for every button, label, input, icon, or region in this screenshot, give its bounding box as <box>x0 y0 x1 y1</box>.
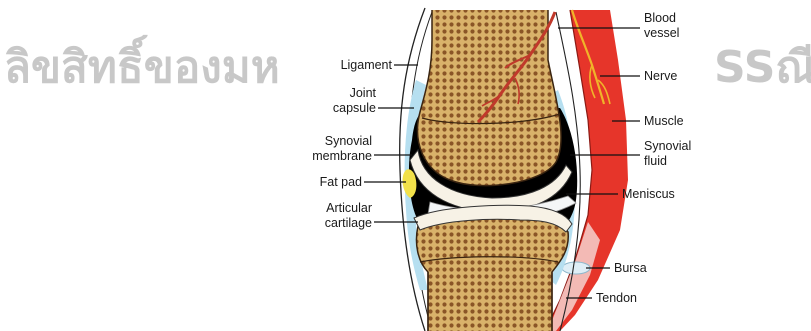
label-ligament: Ligament <box>341 58 393 72</box>
bursa <box>562 262 590 274</box>
label-articular-cartilage-1: Articular <box>326 201 372 215</box>
label-blood-vessel-2: vessel <box>644 26 679 40</box>
watermark-right: SSณี <box>714 42 811 93</box>
label-synovial-fluid-2: fluid <box>644 154 667 168</box>
label-bursa: Bursa <box>614 261 647 275</box>
watermark-left: ลิขสิทธิ์ของมห <box>4 34 280 93</box>
label-nerve: Nerve <box>644 69 677 83</box>
label-synovial-fluid-1: Synovial <box>644 139 691 153</box>
label-articular-cartilage-2: cartilage <box>325 216 372 230</box>
label-tendon: Tendon <box>596 291 637 305</box>
label-joint-capsule-2: capsule <box>333 101 376 115</box>
label-synovial-membrane-1: Synovial <box>325 134 372 148</box>
label-muscle: Muscle <box>644 114 684 128</box>
label-meniscus: Meniscus <box>622 187 675 201</box>
label-synovial-membrane-2: membrane <box>312 149 372 163</box>
lower-bone <box>416 213 568 331</box>
label-joint-capsule-1: Joint <box>350 86 377 100</box>
label-blood-vessel-1: Blood <box>644 11 676 25</box>
label-fat-pad: Fat pad <box>320 175 362 189</box>
